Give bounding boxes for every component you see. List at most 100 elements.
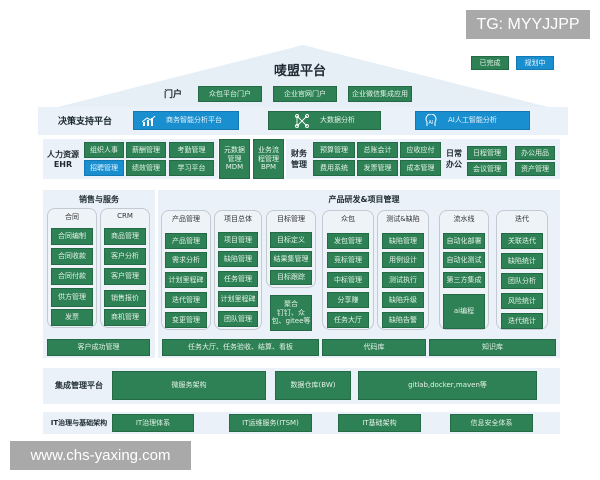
it-item[interactable]: IT治理体系: [112, 414, 194, 432]
finance-item[interactable]: 费用系统: [313, 160, 355, 176]
product-item[interactable]: 产品管理: [165, 233, 207, 249]
integration-label: 集成管理平台: [55, 380, 103, 390]
product-column: [161, 210, 211, 330]
iteration-item[interactable]: 迭代统计: [501, 313, 543, 329]
office-item[interactable]: 会议管理: [467, 162, 507, 176]
hr-item[interactable]: 绩效管理: [126, 160, 166, 176]
it-label: IT治理与基础架构: [50, 419, 108, 427]
finance-item[interactable]: 总账会计: [357, 142, 398, 158]
finance-item[interactable]: 发票管理: [357, 160, 398, 176]
mdm-line2: 管理: [227, 154, 242, 163]
contract-item[interactable]: 合同收款: [51, 248, 93, 265]
aggregate-item[interactable]: 聚合 钉钉、众 包、gitee等: [270, 295, 312, 331]
contract-item[interactable]: 合同付款: [51, 268, 93, 285]
it-item[interactable]: IT基础架构: [338, 414, 421, 432]
portal-item[interactable]: 企业官网门户: [273, 86, 337, 102]
product-column-title: 产品管理: [172, 215, 200, 223]
product-footer-code[interactable]: 代码库: [322, 339, 426, 356]
crm-title: CRM: [117, 212, 133, 220]
network-nodes-icon: [294, 113, 310, 128]
finance-item[interactable]: 预算管理: [313, 142, 355, 158]
watermark-top: TG: MYYJJPP: [466, 10, 590, 39]
crm-item[interactable]: 客户分析: [104, 248, 146, 265]
product-item[interactable]: 需求分析: [165, 252, 207, 268]
decision-item-bi[interactable]: 商务智能分析平台: [133, 111, 239, 130]
hr-item[interactable]: 组织人事: [84, 142, 124, 158]
product-item[interactable]: 计划里程碑: [165, 272, 207, 288]
mdm-item[interactable]: 元数据 管理 MDM: [219, 139, 250, 179]
pipeline-item[interactable]: 自动化部署: [443, 233, 485, 249]
crowdsource-item[interactable]: 竞标管理: [327, 252, 369, 268]
testing-item[interactable]: 缺陷管理: [382, 233, 424, 249]
crowdsource-column: [322, 210, 374, 330]
goal-item[interactable]: 结果集管理: [270, 251, 312, 267]
crowdsource-item[interactable]: 分享赚: [327, 292, 369, 308]
product-footer-knowledge[interactable]: 知识库: [429, 339, 556, 356]
page-title: 唛盟平台: [273, 63, 326, 79]
testing-item[interactable]: 用例设计: [382, 252, 424, 268]
goal-item[interactable]: 目标定义: [270, 232, 312, 248]
iteration-item[interactable]: 缺陷统计: [501, 253, 543, 269]
project-column: [214, 210, 262, 330]
sales-footer[interactable]: 客户成功管理: [47, 339, 150, 356]
portal-item[interactable]: 众包平台门户: [198, 86, 262, 102]
pipeline-item[interactable]: ai编程: [443, 294, 485, 329]
goal-column-title: 目标管理: [277, 215, 305, 223]
testing-item[interactable]: 缺陷告警: [382, 312, 424, 328]
integration-item[interactable]: gitlab,docker,maven等: [358, 371, 537, 400]
decision-item-ai[interactable]: AI AI人工智能分析: [415, 111, 530, 130]
goal-item[interactable]: 目标跟踪: [270, 270, 312, 285]
testing-item[interactable]: 缺陷升级: [382, 292, 424, 308]
bpm-line3: BPM: [260, 163, 277, 172]
finance-label: 财务 管理: [288, 144, 310, 174]
iteration-item[interactable]: 风险统计: [501, 293, 543, 309]
project-item[interactable]: 任务管理: [218, 271, 258, 287]
hr-label-line2: EHR: [53, 160, 73, 169]
hr-label-line1: 人力资源: [47, 150, 79, 159]
finance-item[interactable]: 应收应付: [400, 142, 441, 158]
crm-item[interactable]: 客户管理: [104, 268, 146, 285]
crm-item[interactable]: 销售报价: [104, 290, 146, 307]
crm-item[interactable]: 商品管理: [104, 228, 146, 245]
finance-item[interactable]: 成本管理: [400, 160, 441, 176]
testing-item[interactable]: 测试执行: [382, 272, 424, 288]
product-footer-task[interactable]: 任务大厅、任务验收、结算、看板: [162, 339, 319, 356]
office-label: 日常 办公: [443, 144, 465, 174]
portal-item[interactable]: 企业微信集成应用: [348, 86, 412, 102]
integration-item[interactable]: 数据仓库(BW): [275, 371, 351, 400]
pipeline-item[interactable]: 第三方集成: [443, 272, 485, 288]
project-item[interactable]: 团队管理: [218, 311, 258, 327]
office-item[interactable]: 办公用品: [515, 146, 555, 160]
crowdsource-item[interactable]: 任务大厅: [327, 312, 369, 328]
project-item[interactable]: 项目管理: [218, 232, 258, 248]
bpm-item[interactable]: 业务流 程管理 BPM: [253, 139, 284, 179]
pipeline-column-title: 流水线: [453, 215, 475, 223]
product-item[interactable]: 变更管理: [165, 312, 207, 328]
hr-label: 人力资源 EHR: [44, 144, 82, 174]
contract-item[interactable]: 供方管理: [51, 288, 93, 307]
hr-item[interactable]: 薪酬管理: [126, 142, 166, 158]
office-item[interactable]: 日程管理: [467, 146, 507, 160]
product-item[interactable]: 迭代管理: [165, 292, 207, 308]
crowdsource-item[interactable]: 中标管理: [327, 272, 369, 288]
crowdsource-item[interactable]: 发包管理: [327, 233, 369, 249]
decision-item-label: 大数据分析: [320, 116, 355, 125]
it-item[interactable]: 信息安全体系: [450, 414, 533, 432]
hr-item[interactable]: 考勤管理: [169, 142, 214, 158]
it-item[interactable]: IT运维服务(ITSM): [229, 414, 312, 432]
hr-item[interactable]: 招聘管理: [84, 160, 124, 176]
project-item[interactable]: 计划里程碑: [218, 291, 258, 307]
contract-item[interactable]: 发票: [51, 309, 93, 326]
integration-item[interactable]: 微服务架构: [112, 371, 266, 400]
crowdsource-column-title: 众包: [341, 215, 355, 223]
iteration-item[interactable]: 关联迭代: [501, 233, 543, 249]
crm-item[interactable]: 商机管理: [104, 309, 146, 326]
bpm-line2: 程管理: [258, 154, 279, 163]
project-item[interactable]: 缺陷管理: [218, 251, 258, 267]
pipeline-item[interactable]: 自动化测试: [443, 252, 485, 268]
hr-item[interactable]: 学习平台: [169, 160, 214, 176]
contract-item[interactable]: 合同编制: [51, 228, 93, 245]
decision-item-bigdata[interactable]: 大数据分析: [268, 111, 381, 130]
iteration-item[interactable]: 团队分析: [501, 273, 543, 289]
office-item[interactable]: 资产管理: [515, 162, 555, 176]
